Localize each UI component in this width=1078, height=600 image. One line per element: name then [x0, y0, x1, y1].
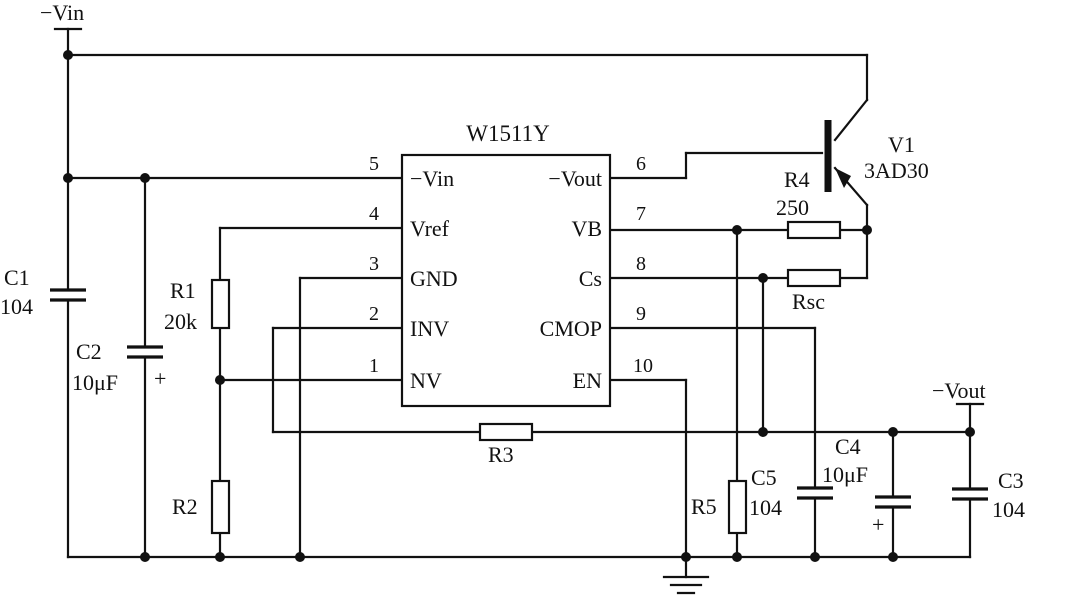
pin-number-8: 8 [636, 253, 646, 275]
c3-name: C3 [998, 468, 1024, 493]
resistor-r3 [478, 422, 534, 442]
resistor-rsc [786, 268, 842, 288]
r2-name: R2 [172, 494, 198, 519]
pin-number-2: 2 [369, 303, 379, 325]
r4-name: R4 [784, 167, 810, 192]
r4-value: 250 [776, 195, 809, 220]
c5-name: C5 [751, 465, 777, 490]
c2-polarity: + [154, 366, 166, 391]
c4-value: 10μF [822, 462, 868, 487]
pin-number-5: 5 [369, 153, 379, 175]
r1-name: R1 [170, 278, 196, 303]
c2-name: C2 [76, 339, 102, 364]
v1-name: V1 [888, 132, 915, 157]
r5-name: R5 [691, 494, 717, 519]
pin-label-en: EN [573, 368, 602, 393]
emitter-arrow-icon [835, 168, 851, 188]
c3-value: 104 [992, 497, 1025, 522]
c4-polarity: + [872, 512, 884, 537]
pin-number-10: 10 [633, 355, 653, 377]
ic-w1511y: W1511Y −Vin Vref GND INV NV −Vout VB Cs … [369, 121, 653, 408]
junction-dots [63, 50, 975, 562]
r1-value: 20k [164, 309, 197, 334]
r3-name: R3 [488, 442, 514, 467]
c4-name: C4 [835, 434, 861, 459]
pin-label-minus-vin: −Vin [410, 166, 454, 191]
resistor-r2 [210, 479, 231, 535]
capacitor-c2 [127, 345, 163, 359]
c2-value: 10μF [72, 370, 118, 395]
pin-label-inv: INV [410, 316, 449, 341]
capacitor-c4 [875, 495, 911, 509]
pin-label-nv: NV [410, 368, 442, 393]
transistor-v1 [824, 120, 851, 192]
pin-label-minus-vout: −Vout [548, 166, 602, 191]
pin-label-gnd: GND [410, 266, 458, 291]
c1-name: C1 [4, 265, 30, 290]
pin-label-vb: VB [571, 216, 602, 241]
c5-value: 104 [749, 495, 782, 520]
pin-label-cmop: CMOP [540, 316, 602, 341]
capacitor-c5 [797, 486, 833, 500]
pin-number-1: 1 [369, 355, 379, 377]
terminal-label-vin: −Vin [40, 0, 84, 25]
v1-part: 3AD30 [864, 158, 929, 183]
pin-number-9: 9 [636, 303, 646, 325]
pin-number-3: 3 [369, 253, 379, 275]
pin-number-6: 6 [636, 153, 646, 175]
capacitor-c1 [50, 288, 86, 302]
resistor-r4 [786, 220, 842, 240]
resistor-r1 [210, 278, 231, 330]
terminal-label-vout: −Vout [932, 378, 986, 403]
ic-name: W1511Y [466, 121, 550, 146]
rsc-name: Rsc [792, 289, 825, 314]
pin-label-cs: Cs [579, 266, 602, 291]
pin-number-7: 7 [636, 203, 646, 225]
capacitor-c3 [952, 487, 988, 501]
pin-label-vref: Vref [410, 216, 450, 241]
resistor-r5 [727, 479, 748, 535]
c1-value: 104 [0, 294, 33, 319]
pin-number-4: 4 [369, 203, 379, 225]
